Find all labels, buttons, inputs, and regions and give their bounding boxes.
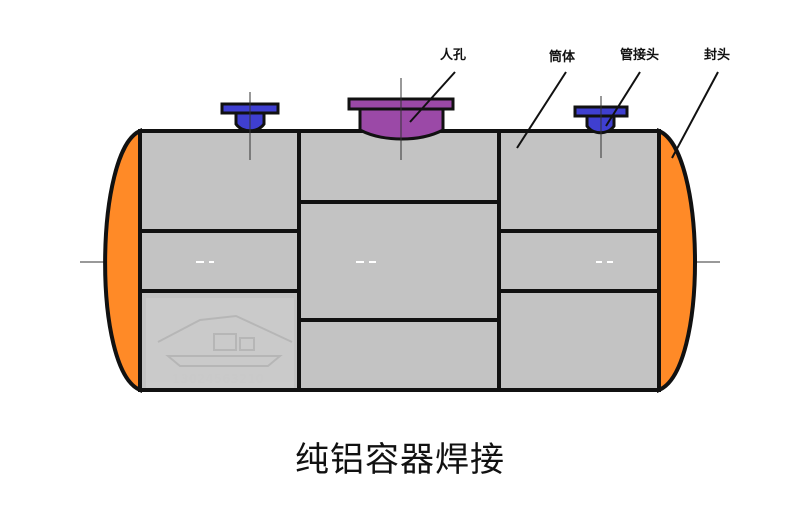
leader-shell bbox=[516, 71, 567, 149]
watermark-phone: 13024563210 bbox=[172, 372, 264, 386]
leader-manhole bbox=[409, 71, 456, 123]
leader-head bbox=[671, 71, 719, 159]
leader-nozzle bbox=[605, 71, 641, 127]
diagram-caption: 纯铝容器焊接 bbox=[295, 440, 505, 480]
manhole bbox=[347, 78, 455, 160]
left-head bbox=[103, 127, 142, 394]
nozzle-label: 管接头 bbox=[620, 48, 660, 63]
right-head bbox=[657, 128, 697, 393]
left-nozzle bbox=[220, 92, 280, 160]
right-nozzle bbox=[573, 96, 629, 158]
head-label: 封头 bbox=[704, 48, 731, 63]
watermark-logo bbox=[146, 298, 294, 388]
shell-label: 筒体 bbox=[549, 50, 576, 65]
manhole-label: 人孔 bbox=[440, 48, 467, 63]
